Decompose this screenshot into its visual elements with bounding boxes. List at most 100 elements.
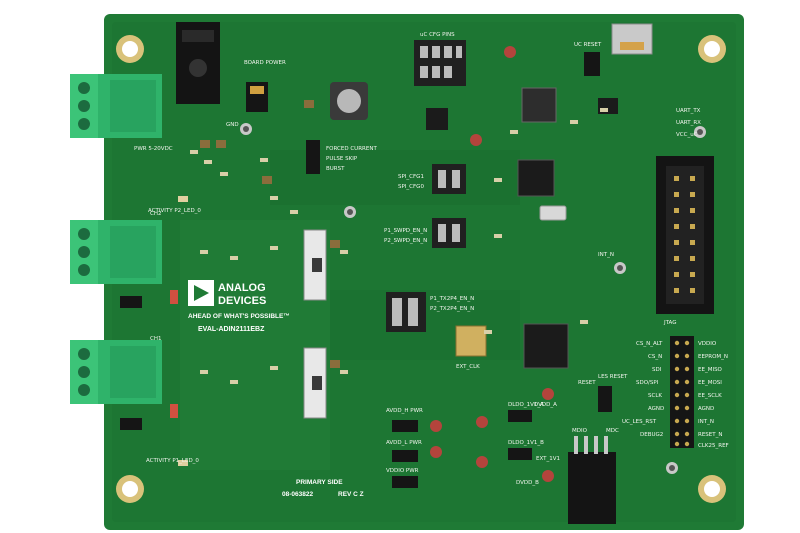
p7-pin-label: SDO/SPI <box>636 380 659 386</box>
clock-oscillator <box>455 325 487 357</box>
p7-pin-label: SDI <box>652 367 662 373</box>
dldo-a-jumper <box>508 410 532 422</box>
vcc-uc-label: VCC_uC <box>676 132 698 138</box>
analog-devices-logo <box>188 280 214 306</box>
p7-pin-label: CS_N <box>648 354 662 360</box>
p1-tx2p4-label: P1_TX2P4_EN_N <box>430 296 474 302</box>
ch2-magnetics <box>303 229 327 301</box>
crystal <box>539 205 567 221</box>
jtag-label: JTAG <box>663 320 676 326</box>
brand-line2: DEVICES <box>218 295 266 307</box>
test-point-red <box>470 134 482 146</box>
test-point <box>614 262 626 274</box>
p7-pin-label: AGND <box>698 406 714 412</box>
dldo-b-jumper <box>508 448 532 460</box>
ch1-magnetics <box>303 347 327 419</box>
inductor-marking <box>337 89 361 113</box>
activity-p2-label: ACTIVITY P2_LED_0 <box>148 208 201 214</box>
vddio-pwr-label: VDDIO PWR <box>386 468 419 474</box>
les-reset-jumper <box>598 386 612 412</box>
mdc-label: MDC <box>606 428 619 434</box>
les-reset-label: LES RESET <box>598 374 628 380</box>
eeprom-chip <box>426 108 448 130</box>
test-point-red <box>542 470 554 482</box>
p2-jumper <box>120 296 142 308</box>
microcontroller-chip <box>517 159 555 197</box>
ch1-label: CH1 <box>150 336 161 342</box>
ext-1v1-label: EXT_1V1 <box>536 456 560 462</box>
ch2-label: CH2 <box>150 211 161 217</box>
test-point-red <box>430 446 442 458</box>
p1-swpd-label: P1_SWPD_EN_N <box>384 228 427 234</box>
p7-pin-label: INT_N <box>698 419 714 425</box>
test-point-red <box>476 456 488 468</box>
p7-pin-label: EE_MOSI <box>698 380 722 386</box>
mdio-label: MDIO <box>572 428 588 434</box>
mounting-hole <box>698 475 726 503</box>
p2-tx2p4-label: P2_TX2P4_EN_N <box>430 306 474 312</box>
p7-pin-label: RESET_N <box>698 432 723 438</box>
ext-clk-label: EXT_CLK <box>456 364 480 370</box>
pwr-label: PWR 5-20VDC <box>134 146 173 152</box>
activity-p1-label: ACTIVITY P1_LED_0 <box>146 458 199 464</box>
burst-label: BURST <box>326 166 345 172</box>
bga-chip <box>521 87 557 123</box>
board-power-label: BOARD POWER <box>244 60 286 66</box>
forced-current-label: FORCED CURRENT <box>326 146 377 152</box>
p7-pin-label: AGND <box>648 406 664 412</box>
gnd-label: GND <box>226 122 239 128</box>
dldo-b-label: DLDO_1V1_B <box>508 440 544 446</box>
test-point-red <box>542 388 554 400</box>
dldo-a-label: DLDO_1V1_A <box>508 402 544 408</box>
avdd-h-pwr-label: AVDD_H PWR <box>386 408 423 414</box>
ch2-terminal-block <box>70 220 162 284</box>
p1-jumper <box>120 418 142 430</box>
dvdd-a-label: DVDD_A <box>534 402 557 408</box>
p7-pin-label: VDDIO <box>698 341 717 347</box>
power-terminal-block <box>70 74 162 138</box>
mounting-hole <box>116 475 144 503</box>
led <box>178 196 188 202</box>
int-n-label: INT_N <box>598 252 614 258</box>
uc-cfg-pins-label: uC CFG PINS <box>420 32 455 38</box>
p7-pin-label: CS_N_ALT <box>636 341 663 347</box>
brand-line1: ANALOG <box>218 282 266 294</box>
ch1-terminal-block <box>70 340 162 404</box>
passive-components <box>190 108 608 384</box>
p7-pin-label: CLK25_REF <box>698 443 729 449</box>
test-point-red <box>430 420 442 432</box>
brand-tagline: AHEAD OF WHAT'S POSSIBLE™ <box>188 313 290 320</box>
p7-pin-label: SCLK <box>648 393 662 399</box>
mode-jumper <box>306 140 320 174</box>
vddio-jumper <box>392 476 418 488</box>
dc-barrel-jack <box>176 22 220 104</box>
led <box>170 290 178 304</box>
led <box>178 460 188 466</box>
test-point <box>666 462 678 474</box>
p7-pin-label: EE_SCLK <box>698 393 722 399</box>
usb-connector <box>611 23 653 55</box>
test-point <box>240 123 252 135</box>
jtag-header <box>656 156 714 314</box>
dvdd-b-label: DVDD_B <box>516 480 539 486</box>
test-point-red <box>504 46 516 58</box>
uart-rx-label: UART_RX <box>676 120 701 126</box>
mounting-hole <box>116 35 144 63</box>
test-point <box>344 206 356 218</box>
p7-pin-label: EEPROM_N <box>698 354 728 360</box>
spi-cfg-switch <box>432 164 466 194</box>
cfg-dip-switch <box>414 40 466 86</box>
uc-reset-jumper <box>584 52 600 76</box>
tx2p4-switch <box>386 292 426 332</box>
reset-label: RESET <box>578 380 596 386</box>
spi-cfg1-label: SPI_CFG1 <box>398 174 424 180</box>
p7-pin-label: DEBUG2 <box>640 432 663 438</box>
spi-cfg0-label: SPI_CFG0 <box>398 184 424 190</box>
test-point-red <box>476 416 488 428</box>
uart-tx-label: UART_TX <box>676 108 701 114</box>
part-number: 08-063822 <box>282 491 313 498</box>
swpd-switch <box>432 218 466 248</box>
board-power-jumper <box>246 82 268 112</box>
mounting-hole <box>698 35 726 63</box>
